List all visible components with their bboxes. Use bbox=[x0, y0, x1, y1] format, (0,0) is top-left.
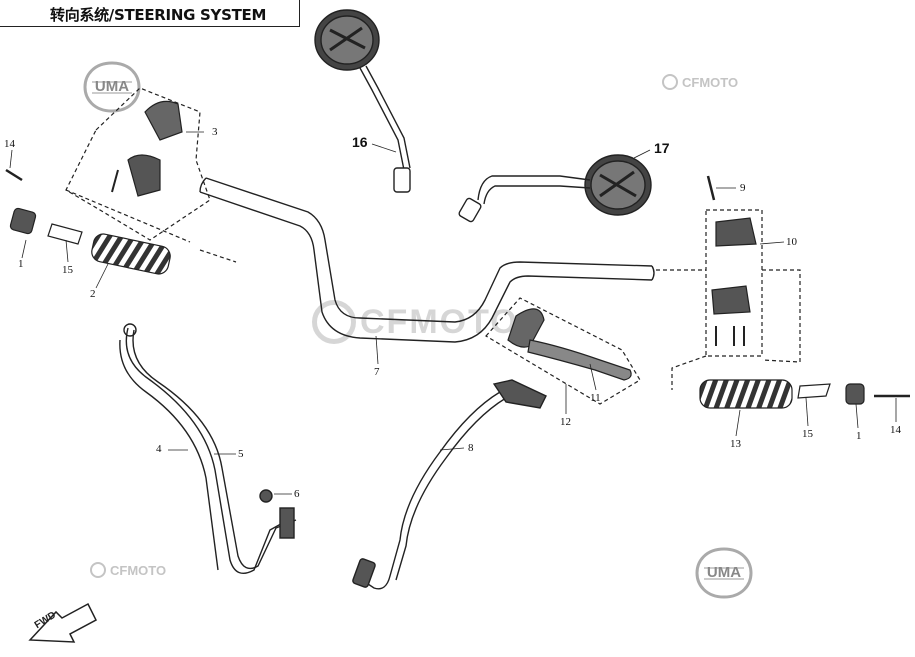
callout-7: 7 bbox=[374, 366, 380, 378]
handlebar bbox=[199, 177, 655, 343]
clutch-cable bbox=[352, 379, 547, 590]
callout-12: 12 bbox=[560, 416, 571, 428]
callout-15-left: 15 bbox=[62, 264, 73, 276]
callout-3: 3 bbox=[212, 126, 218, 138]
callout-1-left: 1 bbox=[18, 258, 24, 270]
callout-9: 9 bbox=[740, 182, 746, 194]
cfmoto-logo-icon bbox=[662, 74, 678, 90]
callout-6: 6 bbox=[294, 488, 300, 500]
callout-13: 13 bbox=[730, 438, 741, 450]
callout-1-right: 1 bbox=[856, 430, 862, 442]
callout-16: 16 bbox=[352, 134, 368, 150]
callout-17: 17 bbox=[654, 140, 670, 156]
watermark-uma-top-left: UMA bbox=[82, 60, 142, 114]
clutch-lever-assembly bbox=[485, 297, 641, 405]
callout-2: 2 bbox=[90, 288, 96, 300]
callout-8: 8 bbox=[468, 442, 474, 454]
throttle-cables bbox=[119, 323, 297, 574]
cfmoto-logo-icon bbox=[90, 562, 106, 578]
callout-14-left: 14 bbox=[4, 138, 15, 150]
uma-badge-icon bbox=[695, 547, 753, 599]
mirror-right bbox=[458, 154, 652, 223]
right-switch-housing bbox=[656, 175, 801, 390]
fwd-direction-icon bbox=[28, 602, 97, 643]
uma-badge-icon bbox=[83, 61, 141, 113]
left-grip-assembly bbox=[5, 168, 237, 275]
callout-4: 4 bbox=[156, 443, 162, 455]
cfmoto-logo-icon bbox=[312, 300, 356, 344]
mirror-left bbox=[314, 9, 411, 193]
right-grip-assembly bbox=[699, 379, 910, 409]
leader-lines bbox=[9, 131, 897, 495]
watermark-uma-bottom-right: UMA bbox=[694, 546, 754, 600]
watermark-cfmoto-top-right: CFMOTO bbox=[662, 74, 738, 90]
callout-5: 5 bbox=[238, 448, 244, 460]
watermark-cfmoto-bottom-left: CFMOTO bbox=[90, 562, 166, 578]
callout-11: 11 bbox=[590, 392, 601, 404]
callout-10: 10 bbox=[786, 236, 797, 248]
watermark-cfmoto-center: CFMOTO bbox=[312, 300, 519, 344]
left-switch-housing bbox=[65, 87, 211, 241]
callout-15-right: 15 bbox=[802, 428, 813, 440]
page-title: 转向系统/STEERING SYSTEM bbox=[50, 6, 267, 24]
callout-14-right: 14 bbox=[890, 424, 901, 436]
title-box: 转向系统/STEERING SYSTEM bbox=[0, 0, 300, 27]
